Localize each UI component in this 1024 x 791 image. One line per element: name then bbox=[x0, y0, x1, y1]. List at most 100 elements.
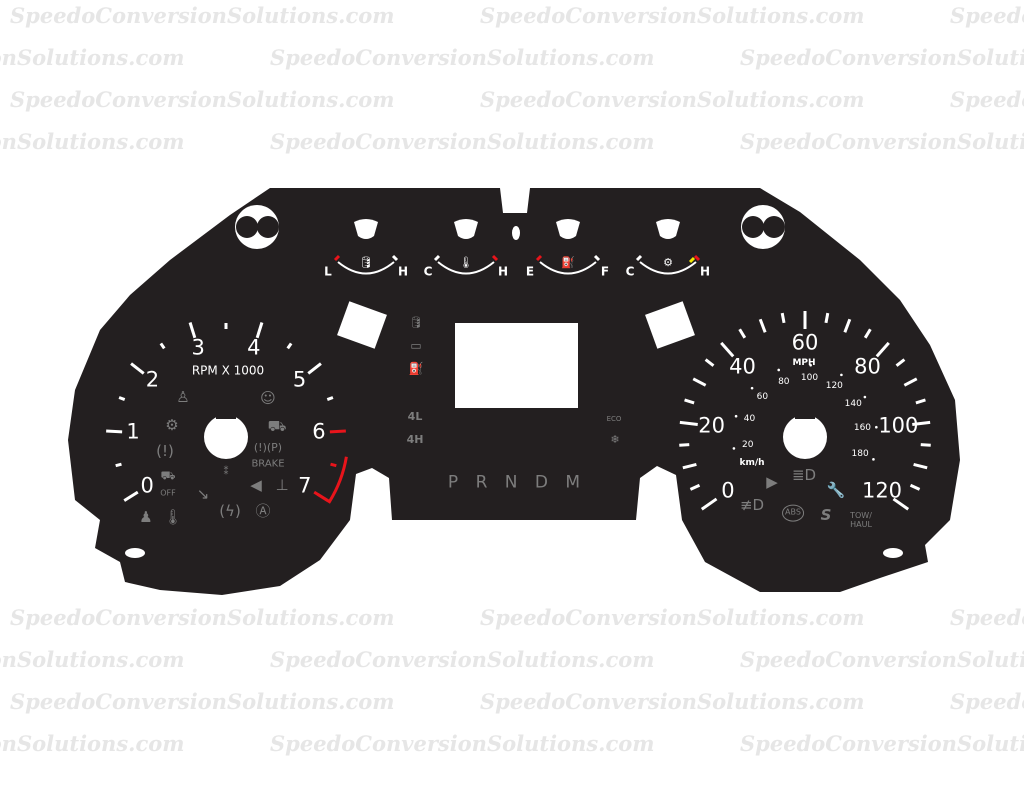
kmh-tick bbox=[875, 425, 878, 429]
speedo-notch bbox=[795, 413, 815, 419]
gauge-right-label: F bbox=[600, 264, 610, 279]
mph-numeral: 0 bbox=[721, 478, 735, 503]
brake-label: BRAKE bbox=[251, 458, 285, 470]
tach-numeral: 5 bbox=[292, 367, 307, 392]
speedo-tick bbox=[682, 462, 697, 470]
display-window bbox=[455, 323, 578, 408]
kmh-numeral: 60 bbox=[756, 391, 769, 402]
small-gauge-arcs bbox=[333, 254, 701, 275]
speedo-tick bbox=[684, 398, 695, 405]
tach-numeral: 4 bbox=[247, 335, 261, 360]
traction-control-icon: ⛟ bbox=[160, 468, 176, 483]
fuel-icon: ⛽ bbox=[408, 361, 424, 376]
gauge-right-label: H bbox=[497, 264, 509, 279]
seatbelt-icon: ♙ bbox=[176, 387, 190, 406]
pointer-holes bbox=[354, 219, 680, 239]
kmh-tick bbox=[863, 395, 867, 399]
auto-start-stop-icon: Ⓐ bbox=[255, 501, 271, 520]
speedo-tick bbox=[913, 462, 928, 470]
left-cutout bbox=[337, 301, 387, 349]
watermark-text: SpeedoConversionSolutions.com bbox=[950, 605, 1024, 630]
gauge-left-mark bbox=[333, 254, 341, 262]
speedo-tick bbox=[863, 328, 872, 339]
gauge-right-label: H bbox=[397, 264, 409, 279]
tow-haul-indicator: TOW/ HAUL bbox=[850, 511, 872, 529]
fog-light-icon: ≢D bbox=[739, 495, 765, 514]
mph-numeral: 20 bbox=[698, 413, 725, 438]
parking-lights-icon: ⁑ bbox=[223, 466, 229, 478]
watermark-text: SpeedoConversionSolutions.com bbox=[740, 647, 1024, 672]
gauge-right-mark bbox=[693, 254, 701, 262]
tach-tick bbox=[130, 362, 145, 375]
tach-tick bbox=[329, 429, 346, 434]
kmh-tick bbox=[777, 368, 781, 372]
oil-can-icon: 🛢 bbox=[409, 315, 423, 329]
watermark-text: SpeedoConversionSolutions.com bbox=[270, 731, 655, 756]
mph-numeral: 60 bbox=[791, 330, 819, 355]
kmh-numeral: 140 bbox=[844, 398, 862, 409]
coolant-temp-icon: 🌡 bbox=[459, 255, 473, 269]
watermark-text: SpeedoConversionSolutions.com bbox=[0, 129, 185, 154]
speedo-tick bbox=[780, 312, 786, 324]
tach-tick bbox=[159, 342, 166, 350]
speedo-tick bbox=[903, 377, 918, 387]
speedo-tick bbox=[912, 420, 931, 426]
4wd-icon: ⊥ bbox=[275, 475, 289, 494]
tire-pressure-icon: (!) bbox=[156, 441, 174, 460]
mount-hole-right bbox=[883, 548, 903, 558]
watermark-text: SpeedoConversionSolutions.com bbox=[480, 3, 865, 28]
center-slot bbox=[512, 226, 520, 240]
watermark-text: SpeedoConversionSolutions.com bbox=[10, 3, 395, 28]
wrench-icon: 🔧 bbox=[826, 480, 846, 499]
gauge-left-mark bbox=[433, 254, 441, 262]
tach-tick bbox=[118, 396, 126, 401]
tach-tick bbox=[286, 342, 293, 350]
abs-indicator: ABS bbox=[782, 504, 804, 522]
speedo-tick bbox=[843, 318, 852, 333]
kmh-numeral: 180 bbox=[851, 449, 869, 460]
oil-pressure-icon: 🛢 bbox=[359, 255, 373, 269]
speedo-tick bbox=[679, 420, 698, 426]
watermark-text: SpeedoConversionSolutions.com bbox=[950, 689, 1024, 714]
speedo-tick bbox=[692, 377, 707, 387]
gauge-left-mark bbox=[635, 254, 643, 262]
tach-tick bbox=[330, 462, 337, 468]
kmh-numeral: 40 bbox=[743, 414, 756, 425]
gauge-right-mark bbox=[593, 254, 601, 262]
speedo-tick bbox=[909, 483, 921, 491]
high-beam-icon: ≣D bbox=[791, 465, 817, 484]
watermark-text: SpeedoConversionSolutions.com bbox=[0, 731, 185, 756]
watermark-text: SpeedoConversionSolutions.com bbox=[10, 87, 395, 112]
speedo-center-hole bbox=[783, 415, 827, 459]
speedo-tick bbox=[915, 398, 926, 405]
gauge-arc bbox=[639, 261, 697, 275]
ss-logo-right bbox=[741, 205, 785, 249]
4l-indicator: 4L bbox=[407, 409, 423, 423]
watermark-text: SpeedoConversionSolutions.com bbox=[10, 689, 395, 714]
fuel-pump-icon: ⛽ bbox=[561, 255, 575, 269]
speedo-tick bbox=[720, 341, 735, 358]
tach-tick bbox=[326, 396, 334, 401]
tick-marks bbox=[106, 311, 931, 511]
watermark-text: SpeedoConversionSolutions.com bbox=[0, 647, 185, 672]
hill-descent-icon: ↘ bbox=[196, 484, 210, 503]
gauge-arc bbox=[337, 261, 395, 275]
kmh-numeral: 120 bbox=[825, 381, 843, 392]
tach-numeral: 2 bbox=[145, 367, 160, 392]
kmh-tick bbox=[840, 373, 843, 377]
tach-tick bbox=[123, 490, 139, 502]
tach-tick bbox=[255, 322, 264, 339]
speedo-tick bbox=[824, 312, 830, 324]
tach-tick bbox=[106, 429, 123, 434]
kmh-tick bbox=[732, 447, 736, 450]
tach-numeral: 3 bbox=[191, 335, 205, 360]
mph-numeral: 120 bbox=[861, 478, 903, 503]
brake-warning-icons: (!)(P) bbox=[253, 440, 283, 454]
transmission-temp-icon: ⚙ bbox=[663, 255, 673, 269]
speedo-tick bbox=[689, 483, 701, 491]
check-engine-icon: ⚙ bbox=[165, 415, 179, 434]
speedo-tick bbox=[704, 358, 715, 367]
turn-right-arrow-icon: ▶ bbox=[766, 472, 778, 491]
gauge-right-mark bbox=[391, 254, 399, 262]
